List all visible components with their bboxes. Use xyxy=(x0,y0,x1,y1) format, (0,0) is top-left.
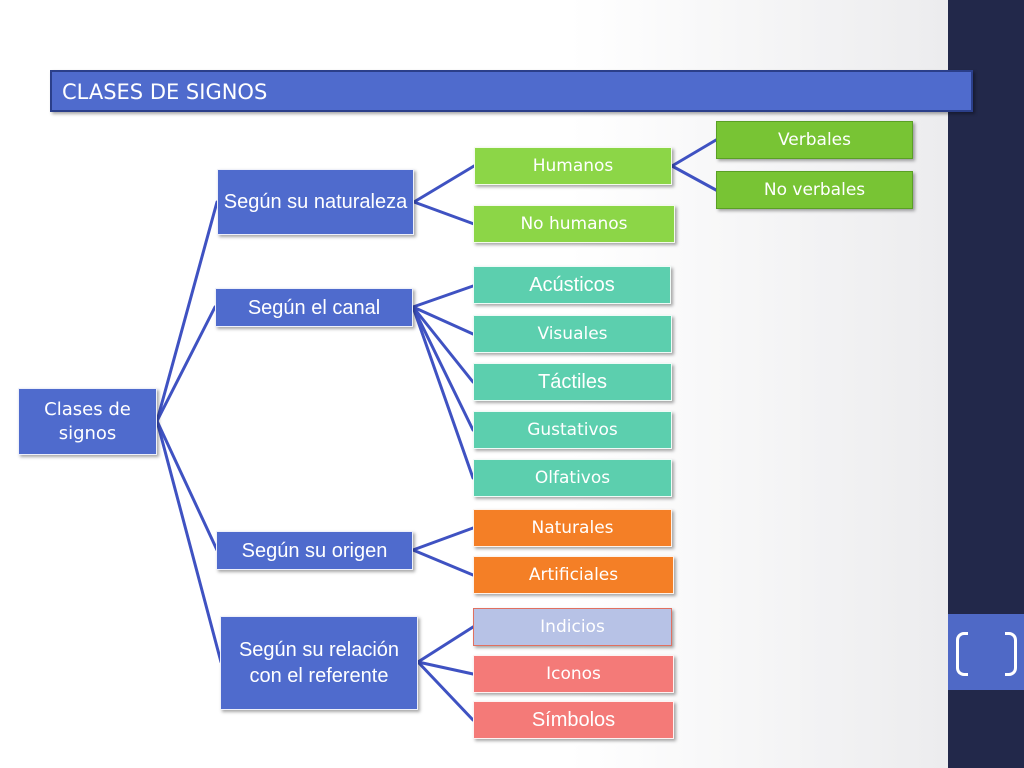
node-no-humanos: No humanos xyxy=(473,205,675,243)
root-node: Clases de signos xyxy=(18,388,157,455)
node-visuales: Visuales xyxy=(473,315,672,353)
connector-line xyxy=(412,200,476,226)
node-naturales: Naturales xyxy=(473,509,672,547)
connector-line xyxy=(411,305,475,432)
node-humanos: Humanos xyxy=(474,147,672,185)
node-iconos: Iconos xyxy=(473,655,674,693)
connector-line xyxy=(411,548,475,577)
connector-line xyxy=(411,305,475,384)
connector-lines xyxy=(155,138,718,722)
node-tactiles: Táctiles xyxy=(473,363,672,401)
node-artificiales: Artificiales xyxy=(473,556,674,594)
node-verbales: Verbales xyxy=(716,121,913,159)
category-canal: Según el canal xyxy=(215,288,413,327)
connector-line xyxy=(670,164,718,192)
connector-line xyxy=(411,305,475,336)
connector-line xyxy=(416,660,475,676)
bracket-icon xyxy=(1005,632,1017,676)
connector-line xyxy=(412,164,476,204)
bracket-icon xyxy=(956,632,968,676)
connector-line xyxy=(411,305,475,480)
node-acusticos: Acústicos xyxy=(473,266,671,304)
node-olfativos: Olfativos xyxy=(473,459,672,497)
node-gustativos: Gustativos xyxy=(473,411,672,449)
node-simbolos: Símbolos xyxy=(473,701,674,739)
connector-line xyxy=(155,419,223,664)
connector-line xyxy=(416,660,475,722)
category-origen: Según su origen xyxy=(216,531,413,570)
category-naturaleza: Según su naturaleza xyxy=(217,169,414,235)
connector-line xyxy=(411,526,475,552)
side-accent xyxy=(948,614,1024,690)
title-bar: CLASES DE SIGNOS xyxy=(50,70,973,112)
connector-line xyxy=(155,305,217,423)
category-referente: Según su relación con el referente xyxy=(220,616,418,710)
node-indicios: Indicios xyxy=(473,608,672,646)
node-no-verbales: No verbales xyxy=(716,171,913,209)
connector-line xyxy=(670,138,718,168)
connector-line xyxy=(155,419,219,552)
connector-line xyxy=(416,625,475,664)
connector-line xyxy=(155,200,219,423)
page-title: CLASES DE SIGNOS xyxy=(62,80,268,104)
connector-line xyxy=(411,284,475,309)
